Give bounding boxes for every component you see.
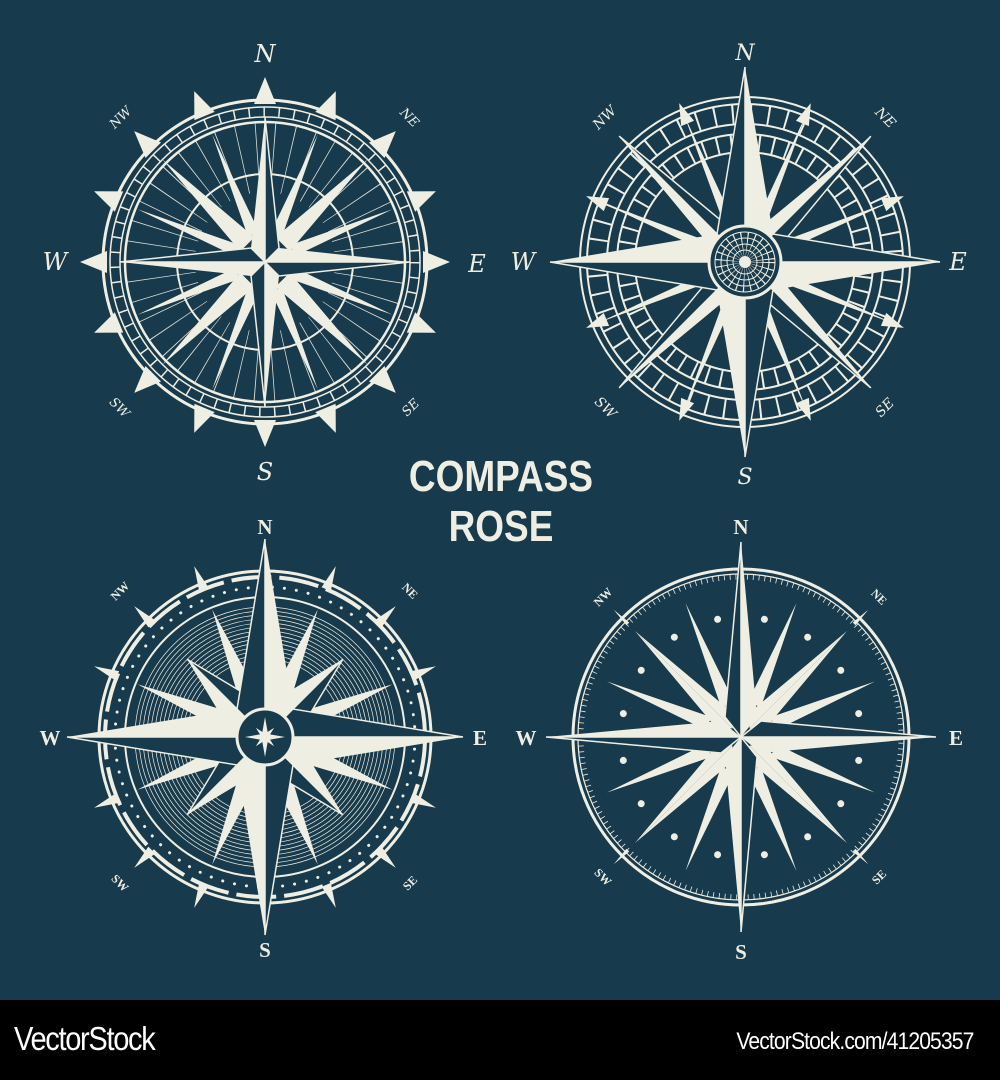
label-w: W xyxy=(43,248,70,276)
label-se: SE xyxy=(399,396,423,420)
label-n: N xyxy=(734,41,755,66)
label-ne: NE xyxy=(399,580,421,602)
label-se: SE xyxy=(869,867,889,887)
label-se: SE xyxy=(872,395,897,420)
label-sw: SW xyxy=(591,865,614,888)
brand-logo: VectorStock xyxy=(14,1020,156,1057)
label-e: E xyxy=(473,726,487,750)
label-s: S xyxy=(257,458,273,486)
label-e: E xyxy=(948,248,967,276)
title-line-2: ROSE xyxy=(448,502,554,551)
label-sw: SW xyxy=(108,871,131,894)
center-disc xyxy=(707,224,783,300)
label-se: SE xyxy=(400,873,420,893)
page-title: COMPASS ROSE xyxy=(391,452,611,552)
label-sw: SW xyxy=(591,394,620,423)
center-star-medallion xyxy=(235,707,295,767)
label-s: S xyxy=(735,940,747,964)
label-nw: NW xyxy=(591,585,616,610)
label-ne: NE xyxy=(868,586,890,608)
label-n: N xyxy=(254,40,277,68)
label-s: S xyxy=(259,938,271,962)
label-nw: NW xyxy=(589,102,621,134)
label-n: N xyxy=(257,515,272,539)
label-n: N xyxy=(733,515,748,539)
label-w: W xyxy=(516,726,537,750)
compass-rose-bottom-right: N S W E NW NE SW SE xyxy=(516,515,964,964)
image-url: VectorStock.com/41205357 xyxy=(736,1028,975,1055)
label-nw: NW xyxy=(108,579,133,604)
label-w: W xyxy=(511,248,538,276)
label-ne: NE xyxy=(396,105,422,131)
compass-rose-top-right: N S W E NW NE SW SE xyxy=(511,41,968,490)
star-points-cardinal xyxy=(119,116,411,408)
label-e: E xyxy=(949,726,963,750)
label-sw: SW xyxy=(106,395,134,423)
star-points-diagonal xyxy=(162,159,368,365)
compass-rose-top-left: N S W E NW NE SW SE xyxy=(43,40,487,486)
label-e: E xyxy=(467,250,486,278)
label-s: S xyxy=(737,465,752,490)
label-ne: NE xyxy=(871,104,899,132)
footer-bar: VectorStock VectorStock.com/41205357 xyxy=(0,1000,1000,1080)
label-nw: NW xyxy=(106,103,136,133)
compass-rose-bottom-left: N S W E NW NE SW SE xyxy=(40,515,488,962)
artwork-panel: N S W E NW NE SW SE xyxy=(0,0,1000,1000)
ring-dots xyxy=(619,615,863,859)
title-line-1: COMPASS xyxy=(408,452,594,501)
label-w: W xyxy=(40,726,61,750)
star-points-minor xyxy=(137,134,393,390)
